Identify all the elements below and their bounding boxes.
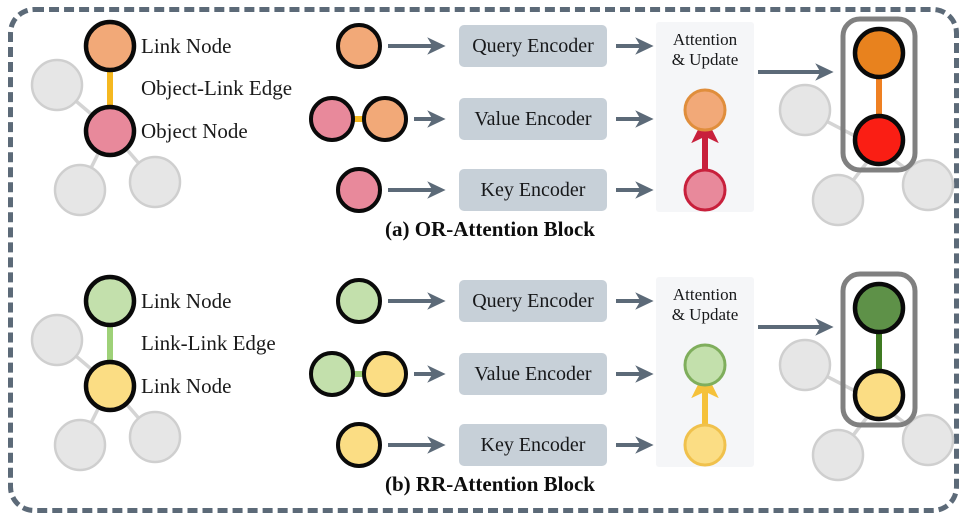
rr-attention-update-label: Attention & Update (671, 285, 739, 324)
gray-node (30, 58, 84, 112)
key-input-node (336, 167, 382, 213)
output-link-node (852, 26, 906, 80)
output-object-node (852, 113, 906, 167)
attention-target-node (683, 343, 727, 387)
value-input-node-object (309, 96, 355, 142)
attention-source-node (683, 168, 727, 212)
gray-node (778, 338, 832, 392)
or-legend-link-node-label: Link Node (141, 34, 232, 58)
rr-key-encoder-label: Key Encoder (480, 434, 586, 456)
query-encoder-box[interactable] (459, 280, 607, 322)
key-encoder-box[interactable] (459, 169, 607, 211)
attention-target-node (683, 88, 727, 132)
key-encoder-box[interactable] (459, 424, 607, 466)
or-query-encoder-label: Query Encoder (472, 35, 594, 57)
or-value-encoder-label: Value Encoder (474, 108, 592, 130)
or-output-graph (778, 16, 955, 227)
gray-node (811, 173, 865, 227)
legend-link-node-top (83, 274, 137, 328)
rr-query-encoder-label: Query Encoder (472, 290, 594, 312)
rr-block-caption: (b) RR-Attention Block (385, 472, 595, 496)
output-link-node-top (852, 281, 906, 335)
rr-output-graph (778, 271, 955, 482)
gray-node (901, 158, 955, 212)
gray-node (30, 313, 84, 367)
gray-node (53, 418, 107, 472)
rr-legend-link-node-top-label: Link Node (141, 289, 232, 313)
query-input-node (336, 23, 382, 69)
or-legend-graph (30, 19, 182, 217)
value-input-node-link-b (362, 351, 408, 397)
value-encoder-box[interactable] (459, 353, 607, 395)
or-key-encoder-label: Key Encoder (480, 179, 586, 201)
or-block-caption: (a) OR-Attention Block (385, 217, 595, 241)
key-input-node (336, 422, 382, 468)
rr-legend-edge-label: Link-Link Edge (141, 331, 276, 355)
gray-node (128, 410, 182, 464)
value-input-node-link (362, 96, 408, 142)
gray-node (901, 413, 955, 467)
block-rr-attention-graphics (30, 271, 955, 482)
attention-source-node (683, 423, 727, 467)
output-link-node-bottom (852, 368, 906, 422)
query-input-node (336, 278, 382, 324)
or-attention-update-label: Attention & Update (671, 30, 739, 69)
gray-node (778, 83, 832, 137)
rr-value-encoder-label: Value Encoder (474, 363, 592, 385)
rr-output-highlight-box (840, 271, 918, 428)
value-input-node-link-a (309, 351, 355, 397)
gray-node (128, 155, 182, 209)
block-or-attention-graphics (30, 16, 955, 227)
legend-link-node (83, 19, 137, 73)
gray-node (811, 428, 865, 482)
or-output-highlight-box (840, 16, 918, 173)
or-legend-edge-label: Object-Link Edge (141, 76, 293, 100)
value-encoder-box[interactable] (459, 98, 607, 140)
or-legend-object-node-label: Object Node (141, 119, 248, 143)
rr-legend-graph (30, 274, 182, 472)
legend-link-node-bottom (83, 359, 137, 413)
rr-legend-link-node-bottom-label: Link Node (141, 374, 232, 398)
gray-node (53, 163, 107, 217)
query-encoder-box[interactable] (459, 25, 607, 67)
legend-object-node (83, 104, 137, 158)
